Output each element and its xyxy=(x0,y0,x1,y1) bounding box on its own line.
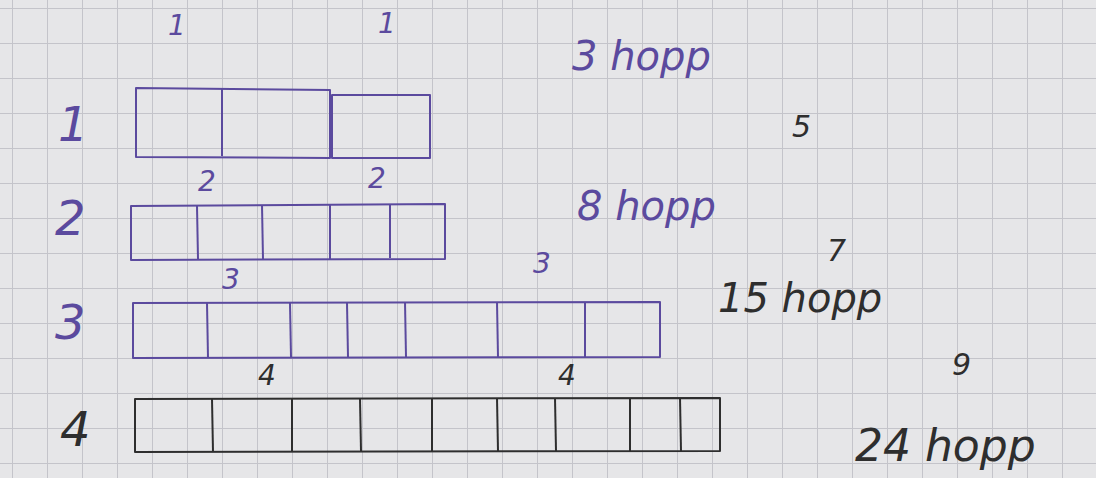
row-number: 2 xyxy=(55,194,86,242)
row-4-squares xyxy=(135,398,720,452)
row-number: 3 xyxy=(55,298,86,346)
step-number: 1 xyxy=(378,10,396,38)
row-3-squares xyxy=(133,302,660,358)
jump-count: 8 hopp xyxy=(577,186,716,226)
row-number: 4 xyxy=(60,405,91,453)
step-number: 3 xyxy=(533,250,551,278)
jump-count: 24 hopp xyxy=(855,424,1036,468)
step-number: 1 xyxy=(168,12,186,40)
step-number: 4 xyxy=(258,362,276,390)
row-number: 1 xyxy=(58,100,89,148)
step-number: 2 xyxy=(368,165,386,193)
row-2-squares xyxy=(131,204,445,260)
box-count: 9 xyxy=(952,350,971,380)
step-number: 2 xyxy=(198,168,216,196)
step-number: 4 xyxy=(558,362,576,390)
row-1-squares xyxy=(136,88,430,158)
step-number: 3 xyxy=(222,266,240,294)
jump-count: 3 hopp xyxy=(572,36,711,76)
jump-count: 15 hopp xyxy=(718,278,882,318)
box-count: 5 xyxy=(792,112,811,142)
box-count: 7 xyxy=(827,236,846,266)
